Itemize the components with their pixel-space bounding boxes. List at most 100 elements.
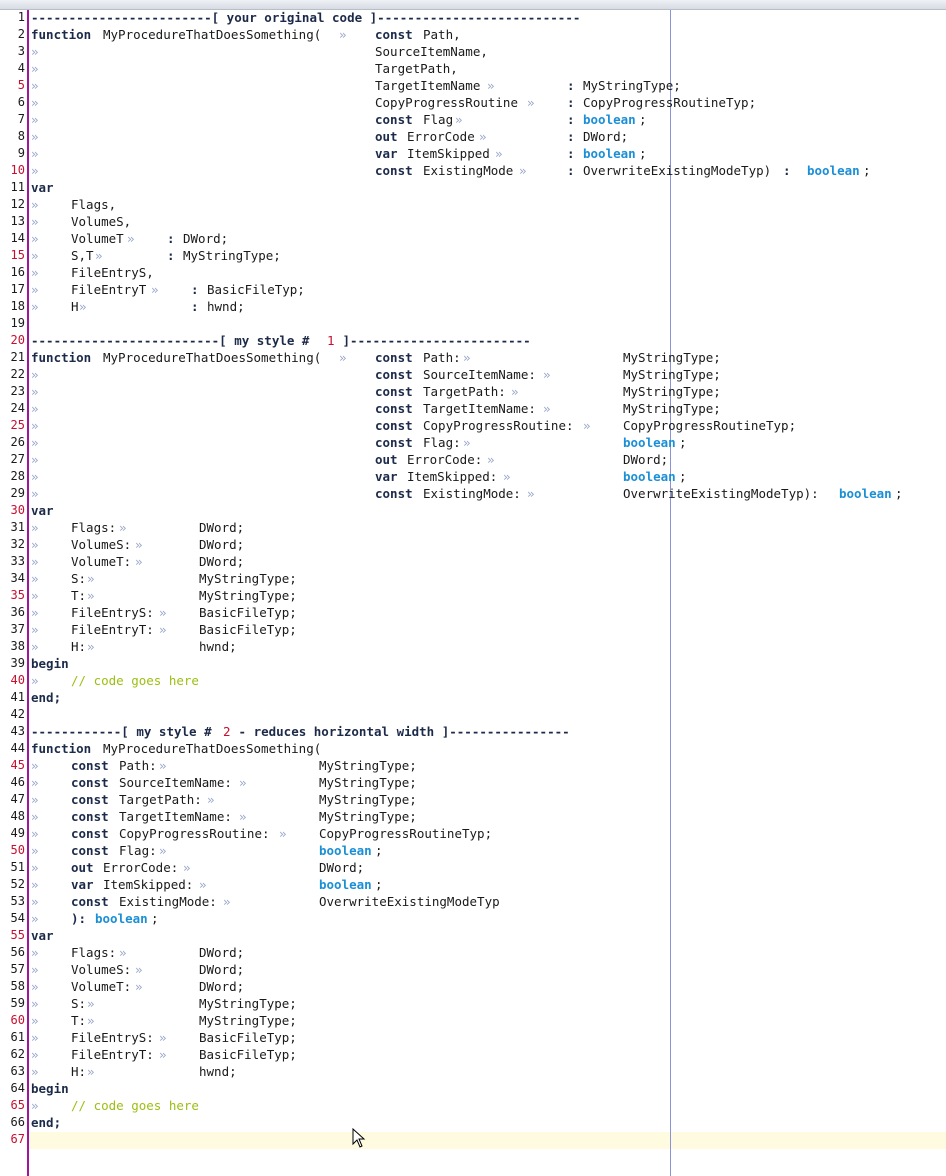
code-line[interactable]: 34»S:»MyStringType; [0, 570, 946, 587]
code-line[interactable]: 55 var [0, 927, 946, 944]
tab-marker: » [199, 877, 207, 892]
code-line[interactable]: 67 [0, 1131, 946, 1148]
code-token: const [375, 418, 413, 433]
line-number: 66 [10, 1115, 25, 1129]
code-token: var [31, 928, 54, 943]
code-line[interactable]: 4»TargetPath, [0, 60, 946, 77]
code-line[interactable]: 6»CopyProgressRoutine»:CopyProgressRouti… [0, 94, 946, 111]
code-editor[interactable]: 1------------------------[ your original… [0, 9, 946, 1148]
tab-marker: » [31, 979, 39, 994]
code-line[interactable]: 65»// code goes here [0, 1097, 946, 1114]
tab-marker: » [207, 792, 215, 807]
code-line[interactable]: 3»SourceItemName, [0, 43, 946, 60]
tab-marker: » [31, 1013, 39, 1028]
line-number: 55 [10, 928, 25, 942]
code-line[interactable]: 1------------------------[ your original… [0, 9, 946, 26]
code-line[interactable]: 15»S,T»:MyStringType; [0, 247, 946, 264]
tab-marker: » [31, 299, 39, 314]
tab-marker: » [87, 639, 95, 654]
code-token: Path: [423, 350, 461, 365]
code-line[interactable]: 54»):boolean; [0, 910, 946, 927]
tab-marker: » [31, 95, 39, 110]
code-line[interactable]: 13»VolumeS, [0, 213, 946, 230]
code-line[interactable]: 18»H»:hwnd; [0, 298, 946, 315]
code-line[interactable]: 37»FileEntryT:»BasicFileTyp; [0, 621, 946, 638]
code-line[interactable]: 38»H:»hwnd; [0, 638, 946, 655]
code-line[interactable]: 57»VolumeS:»DWord; [0, 961, 946, 978]
code-token: MyStringType; [319, 775, 417, 790]
code-line[interactable]: 31»Flags:»DWord; [0, 519, 946, 536]
code-token: begin [31, 656, 69, 671]
code-token: var [375, 146, 398, 161]
code-line[interactable]: 32»VolumeS:»DWord; [0, 536, 946, 553]
code-line[interactable]: 17»FileEntryT»:BasicFileTyp; [0, 281, 946, 298]
code-token: ; [375, 843, 383, 858]
tab-marker: » [31, 520, 39, 535]
code-line[interactable]: 33»VolumeT:»DWord; [0, 553, 946, 570]
code-line[interactable]: 36»FileEntryS:»BasicFileTyp; [0, 604, 946, 621]
code-line[interactable]: 5»TargetItemName»:MyStringType; [0, 77, 946, 94]
code-line[interactable]: 14»VolumeT»:DWord; [0, 230, 946, 247]
tab-marker: » [151, 282, 159, 297]
code-line[interactable]: 63»H:»hwnd; [0, 1063, 946, 1080]
code-line[interactable]: 61»FileEntryS:»BasicFileTyp; [0, 1029, 946, 1046]
line-number: 8 [17, 129, 25, 143]
tab-marker: » [31, 673, 39, 688]
code-line[interactable]: 59»S:»MyStringType; [0, 995, 946, 1012]
tab-marker: » [87, 571, 95, 586]
code-token: ItemSkipped: [407, 469, 498, 484]
code-line[interactable]: 43------------[ my style #2 - reduces ho… [0, 723, 946, 740]
code-token: DWord; [199, 520, 245, 535]
code-line[interactable]: 58»VolumeT:»DWord; [0, 978, 946, 995]
line-number: 32 [10, 537, 25, 551]
code-line[interactable]: 42 [0, 706, 946, 723]
code-token: OverwriteExistingModeTyp) [583, 163, 772, 178]
code-line[interactable]: 62»FileEntryT:»BasicFileTyp; [0, 1046, 946, 1063]
code-line[interactable]: 56»Flags:»DWord; [0, 944, 946, 961]
code-line[interactable]: 40»// code goes here [0, 672, 946, 689]
code-line[interactable]: 12»Flags, [0, 196, 946, 213]
code-line[interactable]: 60»T:»MyStringType; [0, 1012, 946, 1029]
tab-marker: » [519, 163, 527, 178]
code-token: BasicFileTyp; [199, 605, 297, 620]
code-line[interactable]: 19 [0, 315, 946, 332]
code-line[interactable]: 35»T:»MyStringType; [0, 587, 946, 604]
line-number: 61 [10, 1030, 25, 1044]
code-comment: // code goes here [71, 673, 199, 688]
code-token: MyStringType; [623, 350, 721, 365]
code-line[interactable]: 20-------------------------[ my style #1… [0, 332, 946, 349]
code-token: FileEntryT [71, 282, 147, 297]
code-line[interactable]: 16»FileEntryS, [0, 264, 946, 281]
tab-marker: » [159, 1047, 167, 1062]
